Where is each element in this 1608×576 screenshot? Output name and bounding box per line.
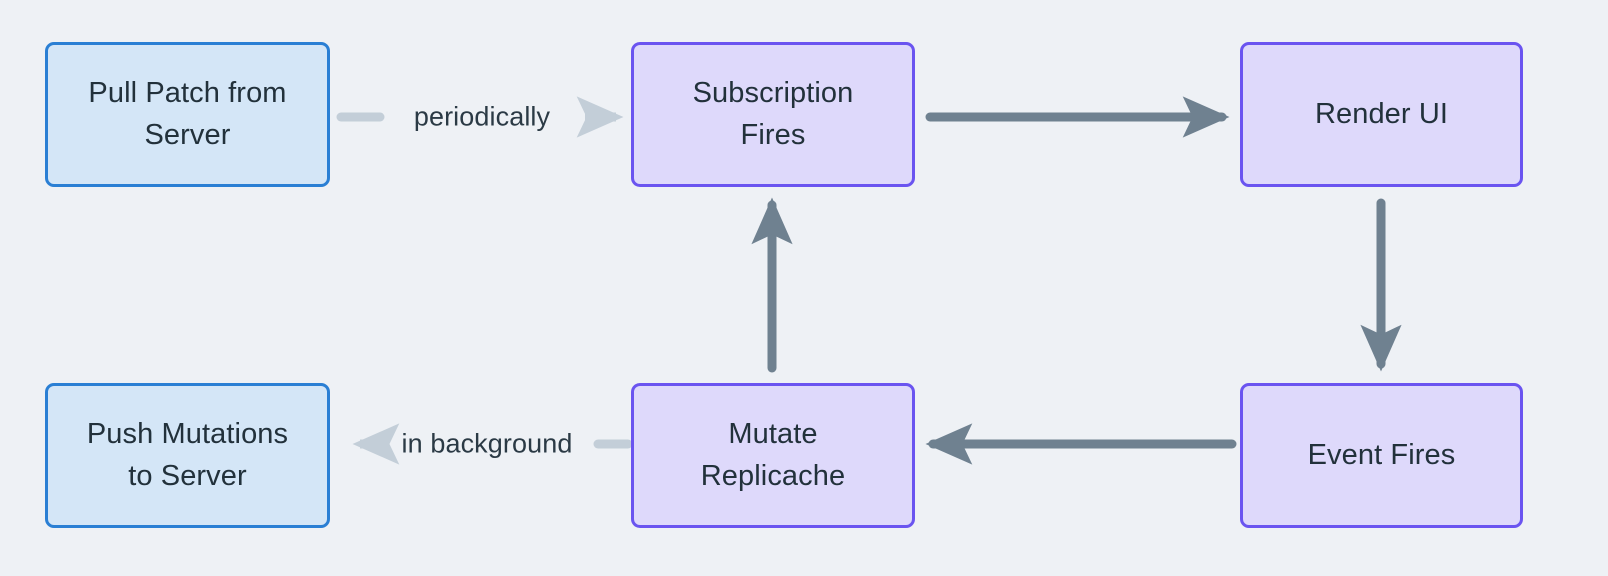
node-mutate-replicache[interactable]: Mutate Replicache [631,383,915,528]
node-label: Mutate Replicache [700,418,846,492]
node-event-fires[interactable]: Event Fires [1240,383,1523,528]
node-render-ui[interactable]: Render UI [1240,42,1523,187]
node-label: Render UI [1314,97,1449,130]
node-subscription-fires[interactable]: Subscription Fires [631,42,915,187]
node-label: Event Fires [1307,438,1456,471]
edge-label-periodically: periodically [413,101,551,132]
node-label: Subscription Fires [692,77,854,151]
edge-label-in-background: in background [401,428,573,459]
node-label: Pull Patch from Server [88,77,287,151]
node-label: Push Mutations to Server [86,418,289,492]
node-pull-patch-from-server[interactable]: Pull Patch from Server [45,42,330,187]
node-push-mutations-to-server[interactable]: Push Mutations to Server [45,383,330,528]
